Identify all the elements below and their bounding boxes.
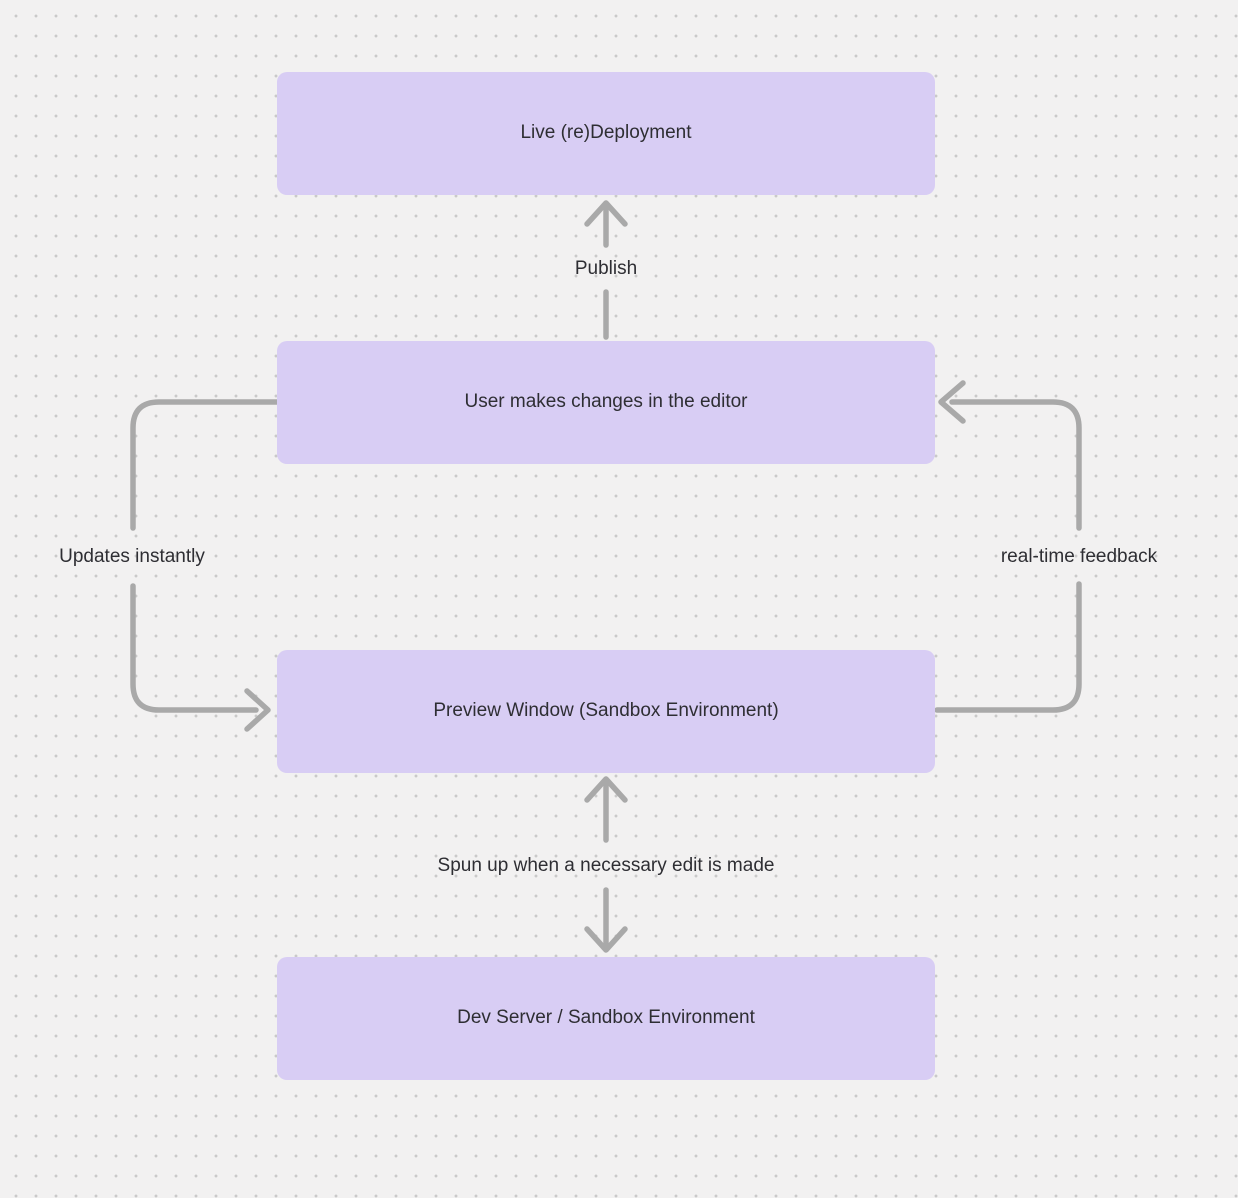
edge-label-updates-instantly: Updates instantly	[59, 546, 205, 567]
feedback-arrow-upper	[949, 399, 1082, 531]
updates-arrow-upper	[130, 399, 280, 531]
node-dev-server[interactable]: Dev Server / Sandbox Environment	[277, 957, 935, 1080]
updates-arrowhead-right-icon	[244, 688, 271, 732]
edge-label-realtime-feedback: real-time feedback	[1000, 546, 1158, 567]
spunup-arrowhead-up-icon	[584, 776, 628, 803]
node-live-redeployment[interactable]: Live (re)Deployment	[277, 72, 935, 195]
feedback-arrowhead-left-icon	[938, 380, 966, 424]
publish-arrowhead-up-icon	[584, 200, 628, 227]
node-live-redeployment-label: Live (re)Deployment	[520, 122, 692, 144]
node-dev-server-label: Dev Server / Sandbox Environment	[457, 1007, 755, 1029]
node-preview-window-label: Preview Window (Sandbox Environment)	[433, 700, 779, 722]
edge-label-publish: Publish	[574, 258, 638, 279]
feedback-arrow-lower	[934, 581, 1082, 713]
spunup-arrowhead-down-icon	[584, 926, 628, 953]
node-user-editor-label: User makes changes in the editor	[464, 391, 748, 413]
edge-label-spun-up: Spun up when a necessary edit is made	[437, 855, 775, 876]
node-preview-window[interactable]: Preview Window (Sandbox Environment)	[277, 650, 935, 773]
updates-arrow-lower	[130, 583, 259, 713]
node-user-editor[interactable]: User makes changes in the editor	[277, 341, 935, 464]
